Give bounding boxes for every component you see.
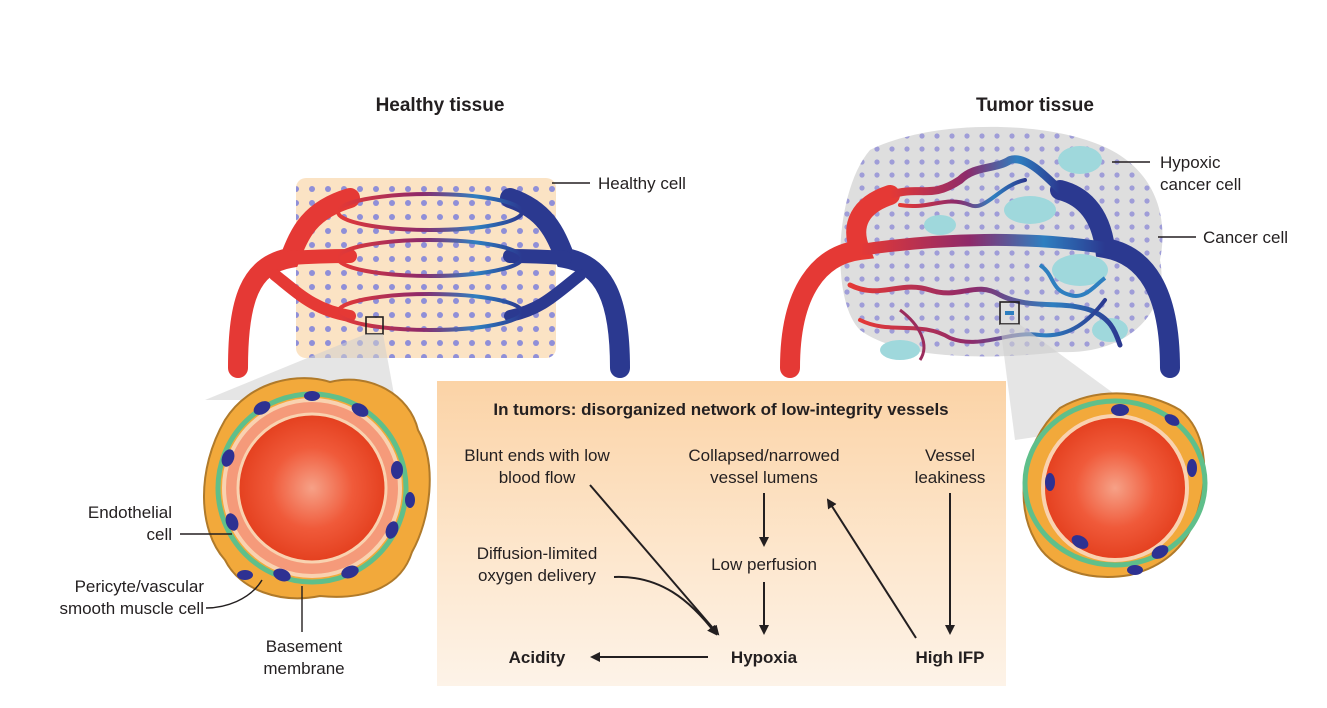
pericyte-leader <box>205 579 263 609</box>
arrow-blunt-to-hypoxia <box>589 484 720 636</box>
tumor-tortuous-vessel <box>847 282 1123 348</box>
mechanism-heading: In tumors: disorganized network of low-i… <box>493 400 948 419</box>
leakiness-line2: leakiness <box>915 468 986 487</box>
tumor-trunk-vessel <box>854 233 1111 256</box>
nucleus <box>1045 473 1055 491</box>
nucleus <box>391 461 403 479</box>
tumor-title: Tumor tissue <box>976 95 1094 116</box>
diffusion-line1: Diffusion-limited <box>477 544 598 563</box>
arrow-diffusion-to-hypoxia <box>613 575 718 636</box>
leakiness-line1: Vessel <box>925 446 975 465</box>
hypoxic-cell <box>1052 254 1108 286</box>
hypoxia-label: Hypoxia <box>731 648 798 667</box>
nucleus <box>1187 459 1197 477</box>
hypoxic-cell <box>1004 196 1056 224</box>
nucleus <box>273 568 291 582</box>
tumor-tortuous-vessel <box>1038 263 1107 298</box>
nucleus <box>1127 565 1143 575</box>
healthy-venule <box>503 249 572 265</box>
nucleus <box>351 403 369 417</box>
nucleus <box>221 449 235 467</box>
tumor-tortuous-vessel <box>898 178 1027 209</box>
healthy-vessel-cross-section <box>203 377 431 600</box>
nucleus <box>341 565 359 579</box>
mechanism-box-bg <box>437 381 1006 686</box>
nucleus <box>405 492 415 508</box>
endothelial-label-line2: cell <box>146 525 172 544</box>
hypoxic-cell-clusters <box>880 146 1128 360</box>
healthy-venule <box>504 269 586 322</box>
tumor-blunt-end-vessel <box>899 308 926 361</box>
tumor-tortuous-vessel <box>886 155 1064 199</box>
tumor-basement-membrane <box>1022 398 1208 568</box>
nucleus <box>1111 404 1129 416</box>
healthy-title: Healthy tissue <box>376 95 505 116</box>
nucleus <box>1164 414 1180 426</box>
arrow-ifp-to-collapsed <box>826 498 917 639</box>
healthy-cell-label: Healthy cell <box>598 174 686 193</box>
cancer-cell-label: Cancer cell <box>1203 228 1288 247</box>
tumor-tissue-panel: Tumor tissue Hypoxic cancer <box>780 95 1288 578</box>
hypoxic-label-line1: Hypoxic <box>1160 153 1221 172</box>
healthy-arteriole <box>283 249 357 265</box>
healthy-tissue-panel: Healthy tissue Healthy cell <box>59 95 685 678</box>
tumor-vessel-cross-section <box>1022 392 1208 578</box>
blunt-ends-line1: Blunt ends with low <box>464 446 610 465</box>
nucleus <box>304 391 320 401</box>
hypoxic-cell <box>924 215 956 235</box>
low-perfusion-label: Low perfusion <box>711 555 817 574</box>
collapsed-line1: Collapsed/narrowed <box>688 446 839 465</box>
tumor-vessel-lumen <box>1041 414 1189 562</box>
nucleus <box>1071 535 1089 549</box>
healthy-capillary <box>336 192 524 232</box>
blunt-ends-line2: blood flow <box>499 468 576 487</box>
high-ifp-label: High IFP <box>916 648 985 667</box>
tumor-tortuous-vessel <box>858 298 1107 344</box>
vessel-lumen <box>236 412 388 564</box>
mechanism-box: In tumors: disorganized network of low-i… <box>437 381 1006 686</box>
hypoxic-cell <box>1058 146 1102 174</box>
hypoxic-cell <box>880 340 920 360</box>
hypoxic-label-line2: cancer cell <box>1160 175 1241 194</box>
basement-label-line1: Basement <box>266 637 343 656</box>
acidity-label: Acidity <box>509 648 566 667</box>
nucleus <box>1151 545 1169 559</box>
healthy-capillary <box>336 292 524 332</box>
pericyte-label-line2: smooth muscle cell <box>59 599 204 618</box>
tumor-artery <box>780 185 900 378</box>
nucleus <box>253 401 271 415</box>
nucleus <box>385 521 399 539</box>
basement-label-line2: membrane <box>263 659 344 678</box>
pericyte-label-line1: Pericyte/vascular <box>75 577 205 596</box>
healthy-capillary <box>336 238 524 278</box>
diffusion-line2: oxygen delivery <box>478 566 597 585</box>
nucleus <box>225 513 239 531</box>
collapsed-line2: vessel lumens <box>710 468 818 487</box>
nucleus <box>237 570 253 580</box>
endothelial-label-line1: Endothelial <box>88 503 172 522</box>
